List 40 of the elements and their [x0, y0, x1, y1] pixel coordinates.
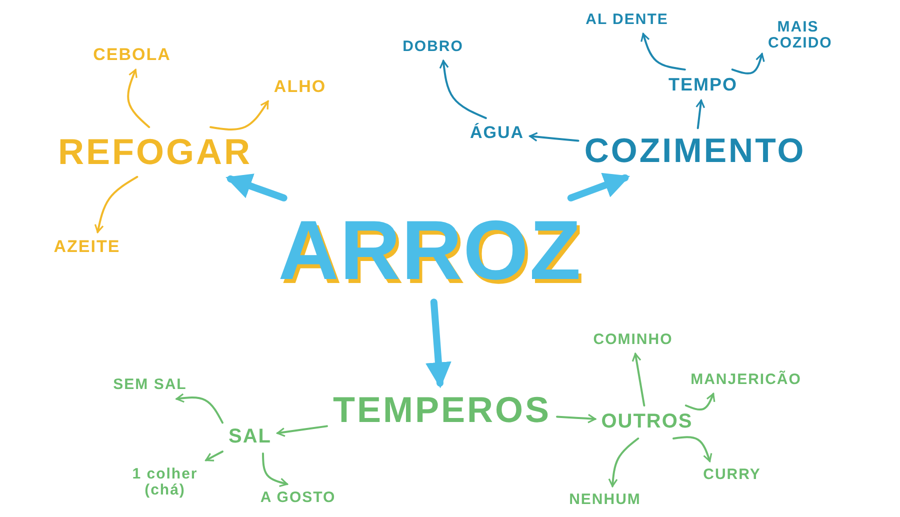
- arrow: [608, 438, 640, 488]
- subtopic-label: AL DENTE: [586, 12, 668, 28]
- subtopic-label: CEBOLA: [93, 46, 171, 64]
- arrow: [567, 172, 630, 202]
- arrow: [439, 60, 487, 120]
- subtopic-label: A GOSTO: [260, 490, 336, 506]
- arrow: [262, 452, 288, 488]
- arrow: [176, 393, 224, 424]
- arrow: [529, 132, 580, 142]
- arrow: [731, 52, 765, 74]
- subtopic-label: SAL: [228, 426, 272, 448]
- subtopic-label: CURRY: [703, 467, 761, 483]
- subtopic-label: ALHO: [274, 78, 326, 96]
- arrow: [127, 68, 150, 128]
- arrow: [684, 392, 716, 411]
- subtopic-label: AZEITE: [54, 238, 120, 256]
- subtopic-label: OUTROS: [601, 412, 693, 432]
- arrow: [94, 176, 138, 234]
- arrow: [672, 436, 712, 462]
- subtopic-label: ÁGUA: [470, 124, 524, 142]
- arrow: [276, 425, 328, 437]
- branch-topic: COZIMENTO: [584, 134, 806, 170]
- subtopic-label: TEMPO: [668, 76, 738, 94]
- arrow: [210, 100, 269, 130]
- subtopic-label: 1 colher (chá): [131, 466, 199, 498]
- subtopic-label: COMINHO: [593, 332, 673, 348]
- subtopic-label: MANJERICÃO: [690, 372, 802, 388]
- subtopic-label: SEM SAL: [113, 377, 187, 393]
- arrow: [205, 450, 224, 462]
- arrow: [226, 174, 288, 202]
- arrow: [640, 32, 686, 71]
- arrow: [556, 414, 596, 424]
- branch-topic: TEMPEROS: [332, 391, 552, 429]
- branch-topic: REFOGAR: [58, 133, 252, 171]
- arrow: [425, 298, 452, 388]
- subtopic-label: DOBRO: [402, 39, 464, 55]
- arrow: [632, 352, 646, 406]
- central-topic: ARROZ: [278, 206, 582, 294]
- arrow: [696, 99, 706, 130]
- subtopic-label: NENHUM: [569, 492, 641, 508]
